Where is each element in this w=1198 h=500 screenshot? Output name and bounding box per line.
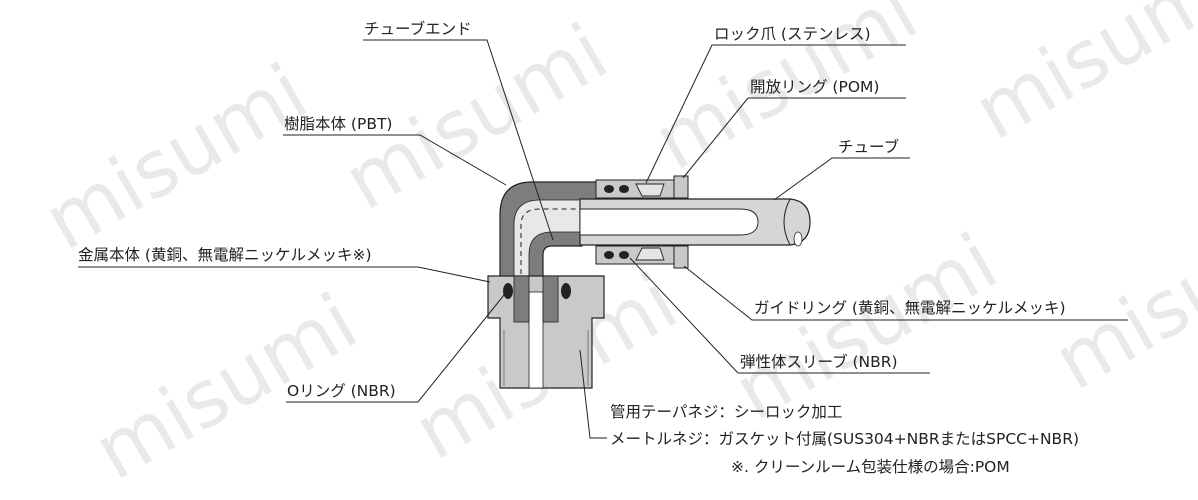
label-guide-ring: ガイドリング (黄銅、無電解ニッケルメッキ): [754, 299, 1066, 317]
leader-o-ring: [286, 294, 505, 403]
leader-tube: [773, 157, 910, 201]
leader-elastic-sleeve: [629, 257, 930, 374]
seal-upper-2: [619, 185, 629, 193]
label-tube-end: チューブエンド: [364, 20, 472, 38]
release-ring-lower: [673, 245, 689, 269]
release-ring-upper: [673, 175, 689, 199]
resin-stem-left: [513, 275, 530, 323]
leader-lock-claw: [645, 44, 906, 184]
o-ring-left: [503, 283, 513, 299]
metal-body-bore: [528, 291, 544, 389]
leader-release-ring: [682, 97, 906, 179]
label-footnote: ※. クリーンルーム包装仕様の場合:POM: [731, 458, 1010, 476]
tube-cut-end: [783, 198, 791, 246]
seal-upper-1: [604, 185, 614, 193]
label-taper-thread: 管用テーパネジ：シーロック加工: [610, 403, 843, 421]
label-metal-body: 金属本体 (黄銅、無電解ニッケルメッキ※): [78, 246, 372, 264]
tube-end-drop: [793, 231, 803, 247]
flow-path-line: [520, 208, 586, 292]
lock-claw-lower: [635, 247, 665, 261]
seal-lower-1: [604, 251, 614, 259]
lock-claw-upper: [635, 183, 665, 197]
o-ring-right: [561, 283, 571, 299]
leader-lines: [78, 39, 1128, 439]
label-lock-claw: ロック爪 (ステンレス): [714, 25, 871, 43]
label-tube: チューブ: [838, 138, 900, 156]
leader-metal-body: [78, 266, 491, 283]
leader-thread: [579, 349, 607, 439]
leader-tube-end: [363, 39, 554, 241]
label-release-ring: 開放リング (POM): [750, 78, 880, 96]
leader-resin-body: [283, 134, 507, 186]
label-resin-body: 樹脂本体 (PBT): [284, 115, 393, 133]
label-o-ring: Oリング (NBR): [287, 382, 396, 400]
label-metric-thread: メートルネジ：ガスケット付属(SUS304+NBRまたはSPCC+NBR): [610, 430, 1080, 448]
tube-bore: [579, 208, 759, 236]
leader-guide-ring: [683, 265, 1128, 321]
resin-stem-right: [542, 275, 559, 323]
label-elastic-sleeve: 弾性体スリーブ (NBR): [740, 353, 898, 371]
seal-lower-2: [619, 251, 629, 259]
